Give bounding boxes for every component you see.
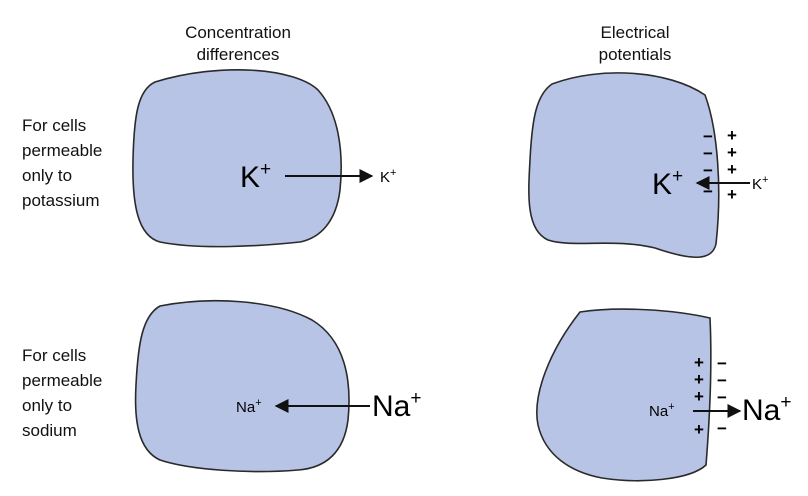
charge-minus-k-1: − (703, 127, 713, 146)
ion-label-k-inside-electrical: K+ (652, 166, 683, 201)
row-label-line: sodium (22, 421, 77, 440)
charge-plus-na-1: + (694, 353, 704, 372)
header-line: Electrical (600, 23, 670, 42)
charge-plus-k-2: + (727, 143, 737, 162)
row-label-line: permeable (22, 141, 103, 160)
header-concentration-differences: Concentration differences (148, 22, 328, 66)
charge-minus-na-4: − (717, 419, 727, 438)
cell-potassium-concentration (132, 69, 342, 248)
header-electrical-potentials: Electrical potentials (560, 22, 710, 66)
charge-plus-na-3: + (694, 387, 704, 406)
row-label-line: For cells (22, 116, 87, 135)
ion-label-k-outside-electrical: K+ (752, 174, 768, 193)
charge-plus-k-3: + (727, 160, 737, 179)
charge-minus-na-1: − (717, 354, 727, 373)
charge-plus-k-4: + (727, 185, 737, 204)
charge-minus-k-3: − (703, 161, 713, 180)
ion-label-na-inside-concentration: Na+ (236, 397, 262, 416)
charge-minus-k-2: − (703, 144, 713, 163)
ion-label-na-outside-electrical: Na+ (742, 392, 791, 427)
row-label-potassium: For cells permeable only to potassium (22, 113, 102, 213)
header-line: differences (196, 45, 280, 64)
row-label-line: only to (22, 396, 73, 415)
ion-label-na-inside-electrical: Na+ (649, 401, 675, 420)
cell-sodium-concentration (134, 299, 350, 473)
cell-sodium-electrical (536, 308, 712, 482)
charge-plus-na-4: + (694, 420, 704, 439)
charge-minus-k-4: − (703, 182, 713, 201)
row-label-sodium: For cells permeable only to sodium (22, 343, 102, 443)
charge-plus-k-1: + (727, 126, 737, 145)
charge-minus-na-3: − (717, 388, 727, 407)
row-label-line: permeable (22, 371, 103, 390)
header-line: Concentration (185, 23, 291, 42)
row-label-line: For cells (22, 346, 87, 365)
row-label-line: only to (22, 166, 73, 185)
header-line: potentials (598, 45, 672, 64)
ion-label-k-outside-concentration: K+ (380, 167, 396, 186)
ion-label-na-outside-concentration: Na+ (372, 388, 421, 423)
charge-plus-na-2: + (694, 370, 704, 389)
ion-label-k-inside-concentration: K+ (240, 159, 271, 194)
row-label-line: potassium (22, 191, 100, 210)
cell-potassium-electrical (528, 72, 720, 258)
charge-minus-na-2: − (717, 371, 727, 390)
